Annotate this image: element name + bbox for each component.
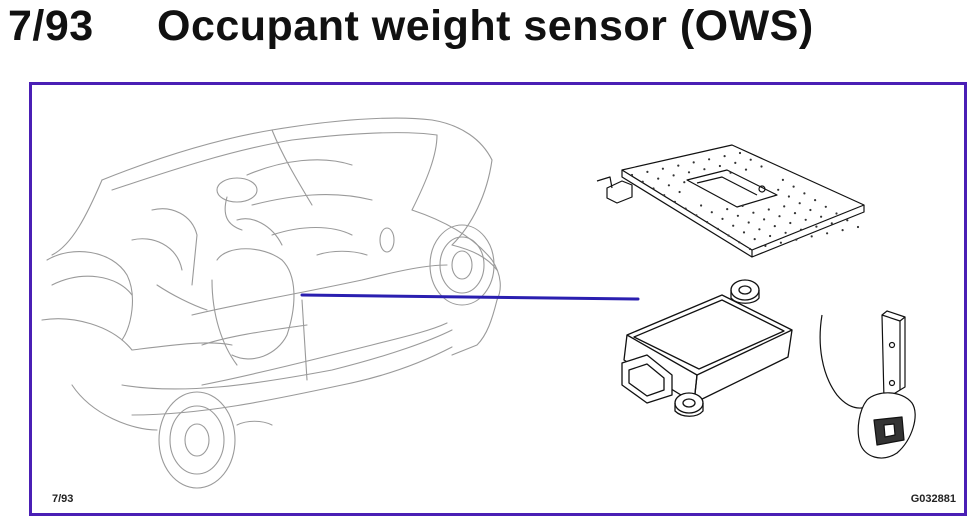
mat-dot: [820, 215, 823, 218]
mat-dot: [741, 204, 744, 207]
mat-dot: [799, 228, 803, 231]
mat-dot: [795, 238, 798, 241]
mat-dot: [763, 218, 766, 221]
mat-dot: [738, 151, 742, 155]
mat-dot: [815, 225, 818, 228]
mat-dot: [753, 238, 756, 241]
car-drawing: [41, 117, 501, 489]
mat-dot: [710, 211, 713, 214]
mat-dot: [777, 188, 780, 191]
mat-dot: [804, 218, 807, 221]
header: 7/93 Occupant weight sensor (OWS): [0, 0, 977, 60]
mat-dot: [792, 185, 795, 188]
mat-dot: [769, 234, 772, 238]
mat-dot: [736, 214, 740, 217]
illustration: [41, 117, 916, 489]
mat-dot: [758, 228, 761, 231]
mat-dot: [767, 208, 770, 211]
mat-dot: [764, 244, 767, 247]
mat-dot: [734, 161, 737, 164]
bracket-sensor-drawing: [819, 310, 916, 459]
mat-dot: [748, 247, 752, 251]
mat-dot: [803, 192, 806, 195]
mat-dot: [747, 221, 750, 224]
mat-dot: [684, 207, 687, 210]
mat-dot: [687, 171, 691, 174]
leader-line: [300, 293, 640, 301]
mat-dot: [784, 231, 787, 234]
mat-dot: [700, 204, 703, 207]
mat-dot: [835, 212, 838, 215]
mat-dot: [798, 202, 801, 205]
mat-dot: [672, 174, 675, 177]
mat-dot: [856, 225, 860, 229]
mat-dot: [726, 208, 729, 211]
mat-dot: [824, 205, 827, 208]
sensor-mat-drawing: [596, 144, 865, 258]
mat-dot: [695, 214, 698, 217]
mat-dot: [718, 164, 722, 168]
mat-dot: [721, 217, 724, 220]
mat-dot: [716, 227, 719, 230]
mat-dot: [744, 168, 748, 171]
figure-code: G032881: [910, 493, 956, 505]
mat-dot: [729, 171, 732, 174]
footer-left-label: 7/93: [52, 493, 74, 505]
mat-dot: [783, 205, 786, 208]
mat-dot: [663, 194, 666, 197]
mat-dot: [752, 211, 755, 214]
sensor-mat-dots: [630, 151, 860, 251]
mat-dot: [667, 184, 671, 187]
mat-dot: [749, 158, 752, 161]
mat-dot: [630, 173, 634, 177]
control-module-drawing: [621, 279, 793, 417]
mat-dot: [652, 187, 655, 190]
slide-number: 7/93: [8, 2, 94, 50]
mat-dot: [661, 167, 665, 170]
mat-dot: [657, 177, 660, 180]
mat-dot: [738, 241, 741, 244]
illustration-frame: 7/93 G032881: [29, 82, 967, 516]
mat-dot: [678, 190, 681, 194]
mat-dot: [683, 181, 686, 184]
mat-dot: [781, 178, 785, 181]
mat-dot: [779, 241, 783, 244]
mat-dot: [692, 161, 695, 164]
slide-title: Occupant weight sensor (OWS): [157, 2, 814, 50]
mat-dot: [708, 158, 711, 161]
mat-dot: [727, 234, 730, 237]
mat-dot: [810, 235, 813, 238]
mat-dot: [793, 212, 797, 215]
mat-dot: [706, 221, 709, 224]
mat-dot: [809, 208, 812, 212]
mat-dot: [778, 215, 781, 218]
mat-dot: [787, 195, 791, 198]
mat-dot: [723, 155, 726, 158]
mat-dot: [789, 221, 792, 225]
mat-dot: [732, 224, 735, 227]
mat-dot: [826, 232, 829, 235]
mat-dot: [677, 164, 680, 167]
mat-dot: [773, 225, 776, 228]
mat-dot: [830, 222, 833, 225]
mat-dot: [814, 199, 817, 202]
mat-dot: [742, 231, 746, 234]
mat-dot: [646, 170, 649, 173]
mat-dot: [703, 168, 706, 171]
mat-dot: [760, 165, 763, 168]
mat-dot: [841, 229, 844, 232]
mat-dot: [846, 219, 849, 222]
mat-dot: [673, 200, 677, 203]
mat-dot: [641, 180, 644, 183]
